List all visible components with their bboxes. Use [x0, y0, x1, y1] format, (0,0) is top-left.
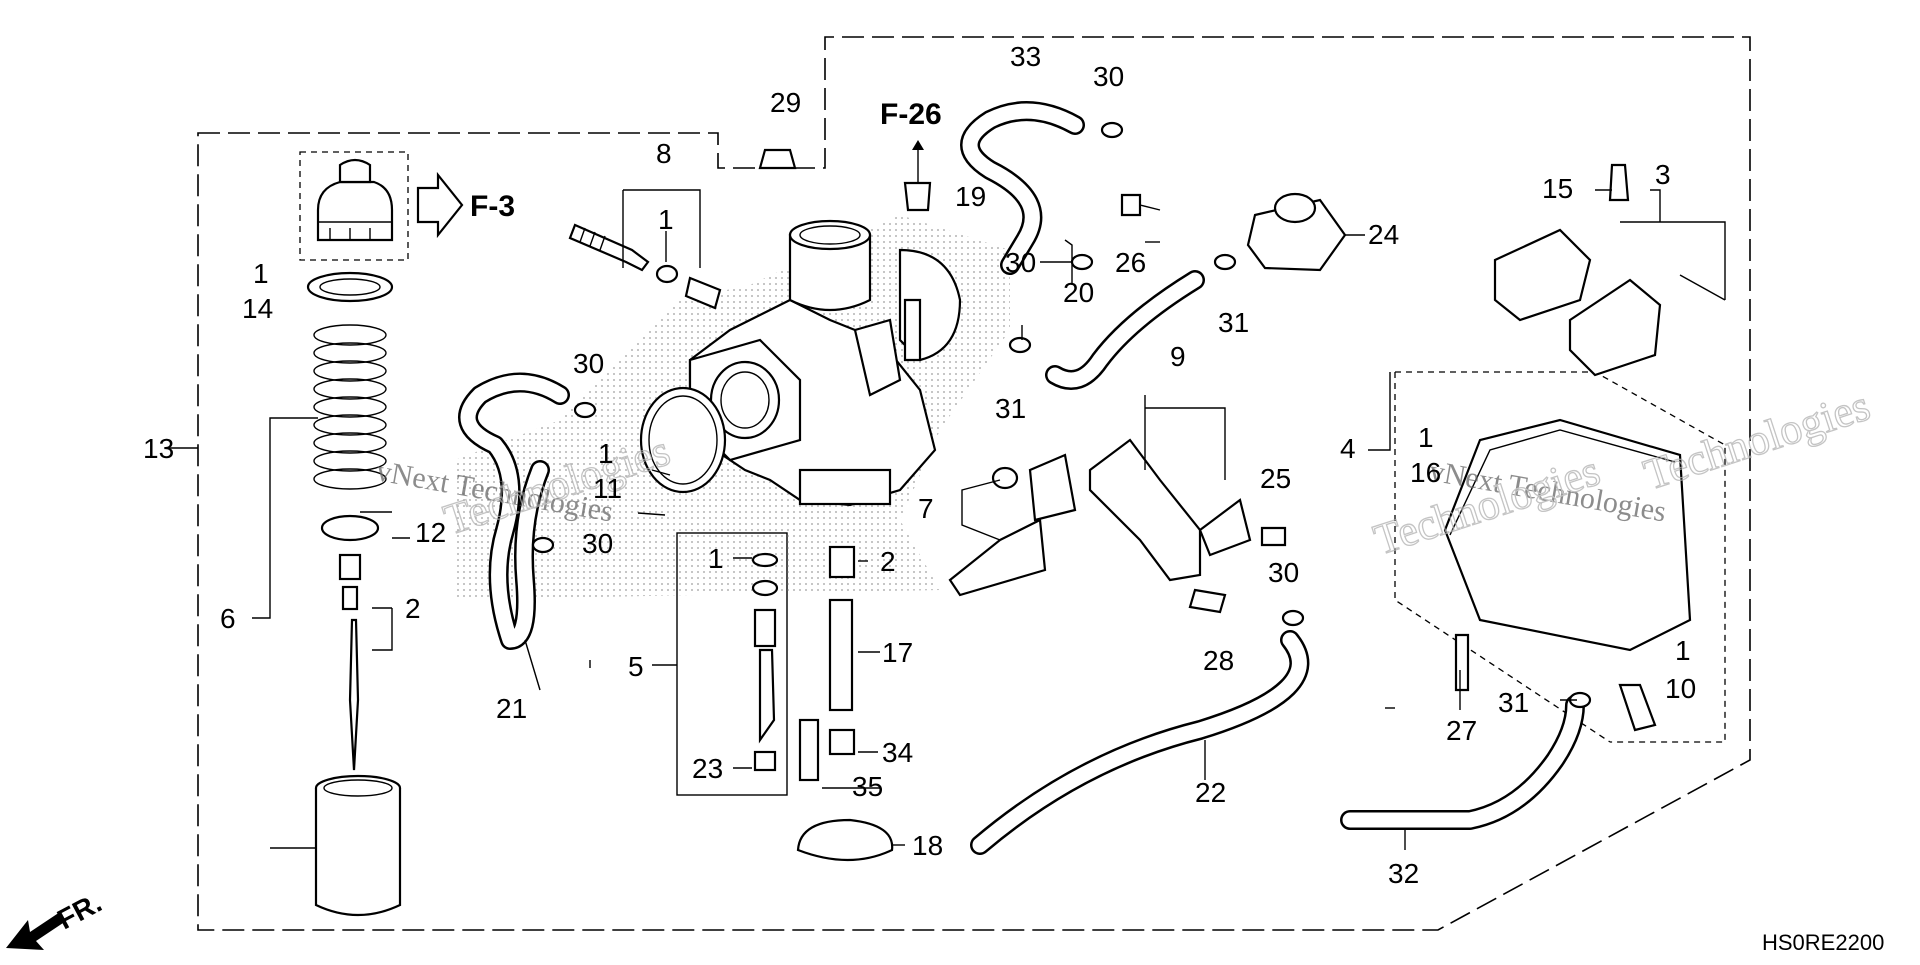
callout-25: 25: [1260, 463, 1291, 494]
callout-30d: 30: [1005, 247, 1036, 278]
insulator-o-ring: [639, 386, 727, 494]
needle-retainer: [320, 514, 380, 542]
callout-3: 3: [1655, 159, 1671, 190]
callout-4: 4: [1340, 433, 1356, 464]
throttle-spring: [313, 324, 387, 490]
reference-f3[interactable]: F-3: [416, 171, 515, 239]
float-chamber-outline: [1395, 371, 1726, 743]
callout-14: 14: [242, 293, 273, 324]
jet-needle: [348, 618, 360, 771]
fuel-cut-valve: [1246, 192, 1347, 272]
callout-11: 11: [593, 473, 622, 504]
callout-30b: 30: [582, 528, 613, 559]
callout-22: 22: [1195, 777, 1226, 808]
leader-lines: [168, 189, 1726, 850]
callout-32: 32: [1388, 858, 1419, 889]
screw-27: [1454, 633, 1470, 692]
callout-27: 27: [1446, 715, 1477, 746]
callout-1f: 1: [1675, 635, 1691, 666]
callout-16: 16: [1410, 457, 1441, 488]
callout-12: 12: [415, 517, 446, 548]
float-chamber: [1443, 418, 1692, 652]
carburetor-body: [688, 219, 962, 507]
callout-23: 23: [692, 753, 723, 784]
callout-30a: 30: [573, 348, 604, 379]
callout-1c: 1: [658, 204, 674, 235]
callout-9: 9: [1170, 341, 1186, 372]
tube: [960, 101, 1085, 275]
callout-1b: 1: [598, 438, 614, 469]
callout-6: 6: [220, 603, 236, 634]
front-direction-arrow: FR.: [6, 887, 107, 950]
jet-parts: [751, 545, 856, 782]
callout-26: 26: [1115, 247, 1146, 278]
callout-5: 5: [628, 651, 644, 682]
float-valve: [1608, 163, 1630, 202]
diagram-code: HS0RE2200: [1762, 930, 1884, 955]
svg-text:F-3: F-3: [470, 190, 515, 223]
gasket: [306, 271, 394, 303]
callout-31a: 31: [1218, 307, 1249, 338]
callout-10: 10: [1665, 673, 1696, 704]
callout-30c: 30: [1093, 61, 1124, 92]
drain-plug: [796, 818, 894, 862]
callout-21: 21: [496, 693, 527, 724]
cable-bracket: [1088, 438, 1252, 582]
callout-numbers: 13 1 14 6 12 2 21 30 1 11 30 8 1 29 5 1 …: [143, 41, 1696, 889]
callout-20: 20: [1063, 277, 1094, 308]
callout-8: 8: [656, 138, 672, 169]
callout-15: 15: [1542, 173, 1573, 204]
screw-25: [1260, 526, 1287, 547]
callout-13: 13: [143, 433, 174, 464]
drain-tube: [970, 630, 1310, 855]
callout-17: 17: [882, 637, 913, 668]
callout-34: 34: [882, 737, 913, 768]
callout-1d: 1: [708, 543, 724, 574]
throttle-valve: [314, 774, 402, 917]
air-vent-tube: [458, 372, 570, 650]
cap: [758, 148, 797, 170]
screw-10: [1618, 683, 1657, 732]
reference-f26[interactable]: F-26: [880, 98, 942, 183]
callout-29: 29: [770, 87, 801, 118]
breather-cap: [903, 181, 932, 212]
throttle-arm: [948, 453, 1077, 597]
callout-35: 35: [852, 771, 883, 802]
screw: [1120, 193, 1142, 217]
svg-text:Technologies: Technologies: [1638, 381, 1876, 500]
callout-19: 19: [955, 181, 986, 212]
svg-text:FR.: FR.: [52, 887, 106, 936]
top-cap: [316, 158, 394, 242]
float: [1493, 228, 1726, 377]
callout-31b: 31: [995, 393, 1026, 424]
callout-33: 33: [1010, 41, 1041, 72]
callout-30e: 30: [1268, 557, 1299, 588]
callout-2b: 2: [880, 546, 896, 577]
callout-28: 28: [1203, 645, 1234, 676]
callout-31c: 31: [1498, 687, 1529, 718]
overflow-tube: [1340, 695, 1585, 830]
svg-text:F-26: F-26: [880, 98, 942, 131]
screw-28: [1188, 588, 1227, 614]
fuel-tube: [1045, 270, 1205, 390]
pilot-screw: [568, 223, 722, 310]
top-cap-box: [299, 151, 409, 261]
callout-24: 24: [1368, 219, 1399, 250]
callout-1e: 1: [1418, 422, 1434, 453]
callout-1a: 1: [253, 258, 269, 289]
callout-7: 7: [918, 493, 934, 524]
callout-2a: 2: [405, 593, 421, 624]
callout-18: 18: [912, 830, 943, 861]
